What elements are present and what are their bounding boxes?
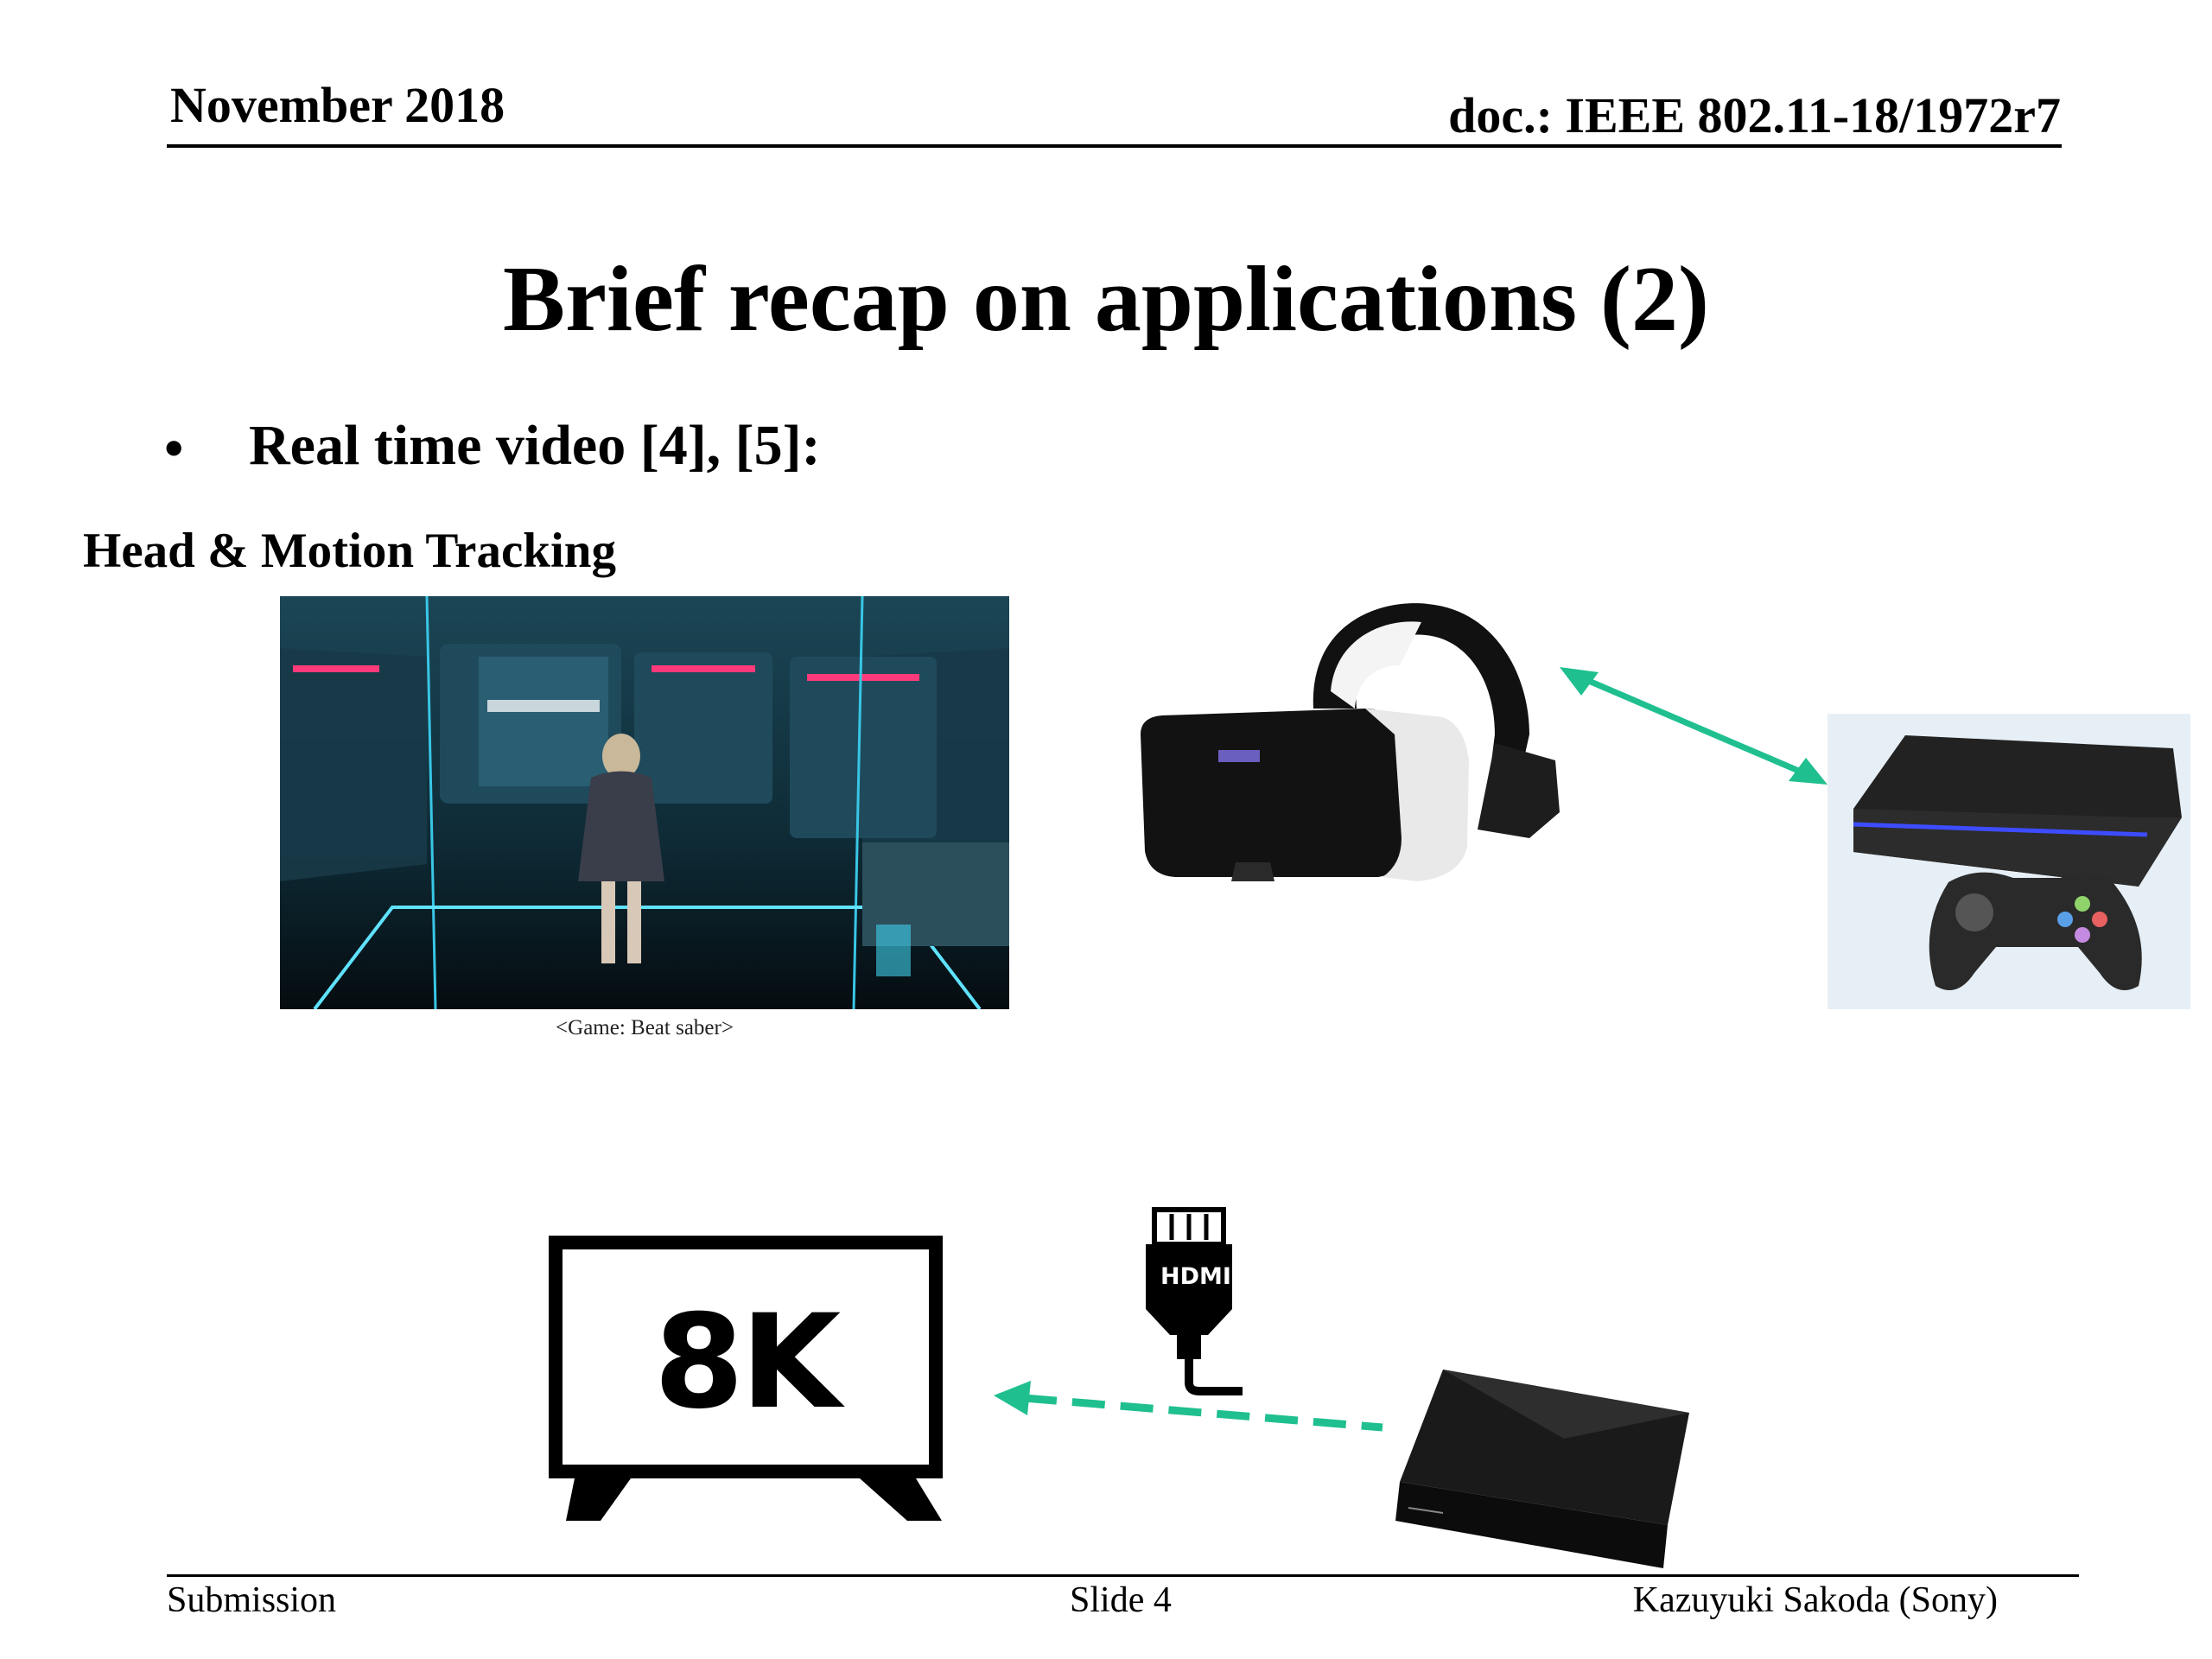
- bullet-marker: •: [164, 417, 184, 479]
- dashed-arrow: [989, 1374, 1387, 1443]
- footer-slide-number: Slide 4: [1070, 1580, 1172, 1620]
- game-console-icon: [1827, 714, 2190, 1009]
- vr-headset-icon: [1123, 588, 1573, 899]
- header-doc-id: doc.: IEEE 802.11-18/1972r7: [1448, 87, 2061, 143]
- header-date: November 2018: [170, 77, 505, 133]
- subheading: Head & Motion Tracking: [83, 524, 616, 578]
- footer-submission: Submission: [167, 1580, 337, 1620]
- bluray-player-icon: [1391, 1361, 1702, 1577]
- game-caption: <Game: Beat saber>: [556, 1016, 734, 1039]
- hdmi-cable-icon: [1139, 1205, 1251, 1400]
- footer-rule: [167, 1574, 2079, 1577]
- hdmi-label: HDMI: [1160, 1263, 1231, 1290]
- tv-label: 8K: [653, 1287, 842, 1438]
- bidirectional-arrow: [1555, 657, 1832, 795]
- slide-title: Brief recap on applications (2): [503, 248, 1709, 351]
- game-scene-graphic: [280, 596, 1009, 1009]
- bullet-text: Real time video [4], [5]:: [249, 414, 821, 477]
- game-screenshot: [280, 596, 1009, 1009]
- header-rule: [167, 144, 2062, 148]
- television-8k-icon: [549, 1236, 955, 1521]
- footer-author: Kazuyuki Sakoda (Sony): [1632, 1580, 1998, 1620]
